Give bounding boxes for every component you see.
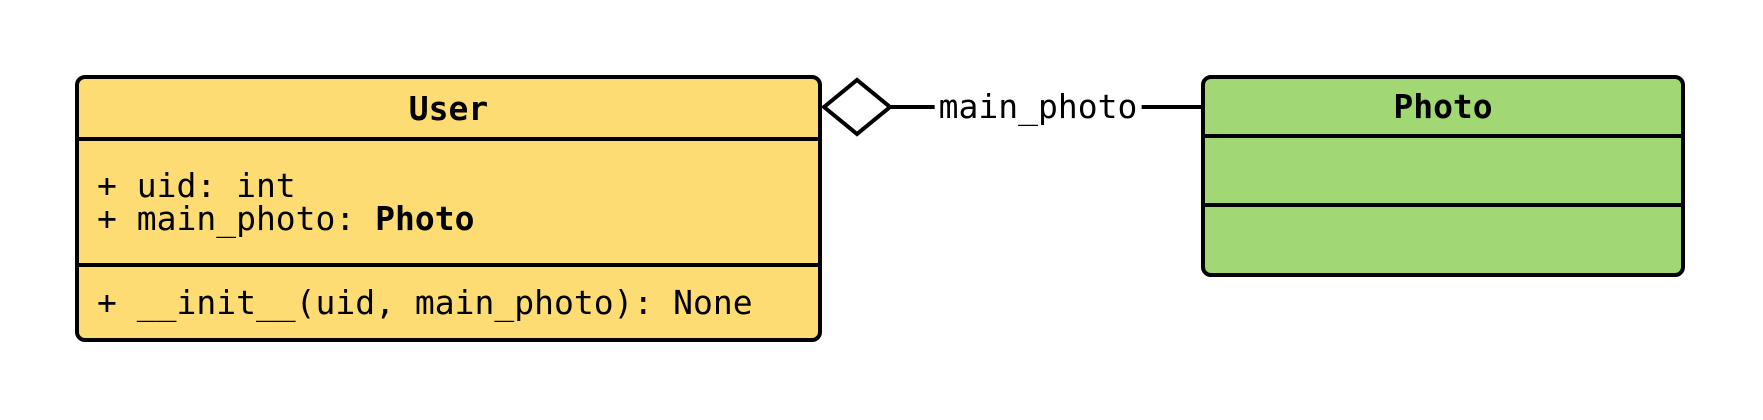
class-header-photo: Photo — [1205, 79, 1681, 138]
relationship-label: main_photo — [934, 89, 1142, 125]
class-title-user: User — [408, 88, 489, 128]
attribute-row: + main_photo: Photo — [97, 202, 818, 235]
attribute-row: + uid: int — [97, 169, 818, 202]
class-box-photo: Photo — [1201, 75, 1685, 277]
class-attributes-photo — [1205, 138, 1681, 207]
class-attributes-user: + uid: int + main_photo: Photo — [79, 141, 818, 267]
method-text: + __init__(uid, main_photo): None — [97, 283, 753, 322]
class-methods-photo — [1205, 207, 1681, 273]
attribute-text: + uid: int — [97, 166, 296, 205]
class-header-user: User — [79, 79, 818, 141]
class-methods-user: + __init__(uid, main_photo): None — [79, 267, 818, 338]
method-row: + __init__(uid, main_photo): None — [97, 286, 818, 319]
class-box-user: User + uid: int + main_photo: Photo + __… — [75, 75, 822, 342]
attribute-text: + main_photo: — [97, 199, 376, 238]
aggregation-diamond-icon — [820, 77, 894, 137]
attribute-type: Photo — [375, 199, 475, 238]
class-title-photo: Photo — [1393, 87, 1493, 126]
